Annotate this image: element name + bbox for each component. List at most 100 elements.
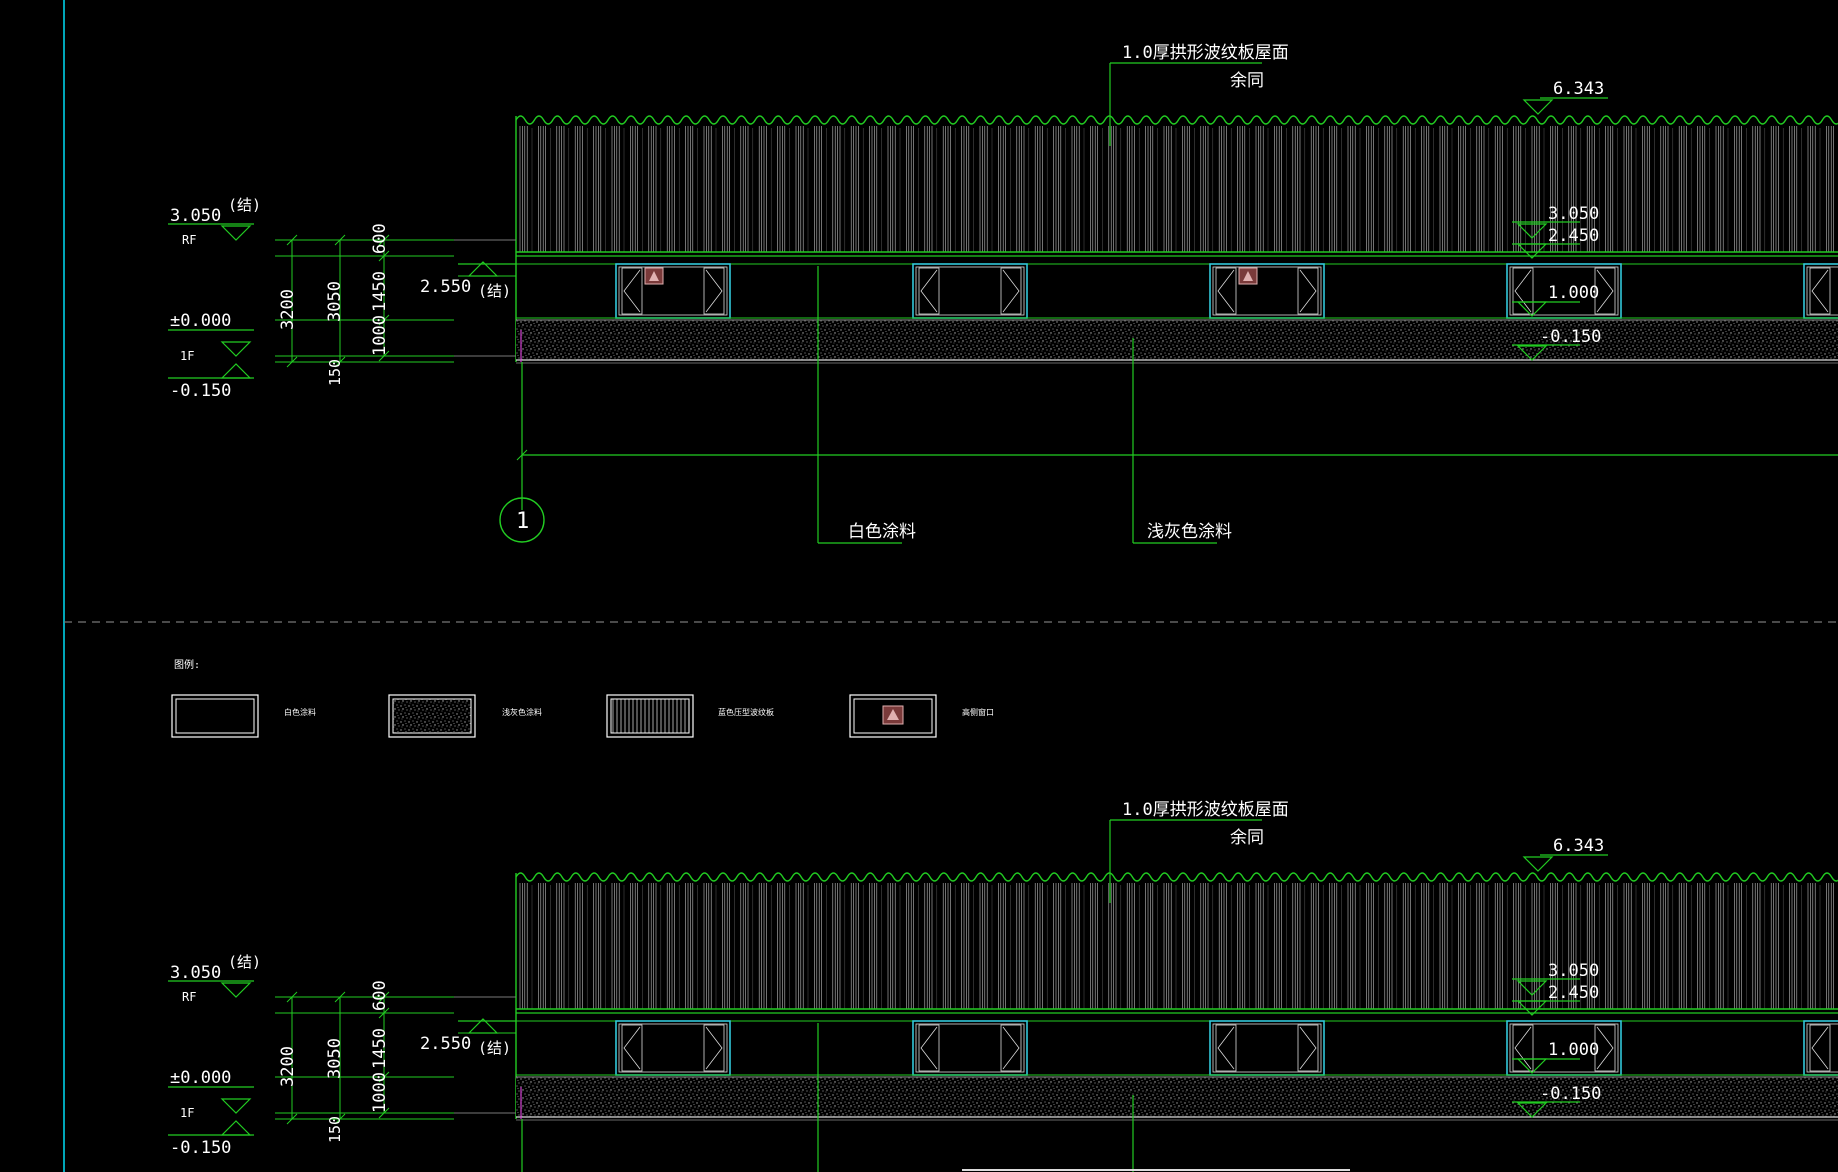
- axis-label: 1: [516, 509, 529, 534]
- elevation-label: (结): [478, 1039, 511, 1057]
- elevation-label: ±0.000: [170, 311, 231, 331]
- elevation-label: 3.050: [170, 206, 221, 226]
- window-frame: [1209, 263, 1325, 319]
- level-label: 1F: [180, 349, 194, 363]
- window-sash: [918, 1024, 940, 1072]
- legend-item-corrugated-panel: 蓝色压型波纹板: [606, 694, 774, 738]
- elevation-label: ±0.000: [170, 1068, 231, 1088]
- window-sash: [703, 267, 725, 315]
- window-frame: [912, 263, 1028, 319]
- window-sash-mark: [1596, 269, 1614, 313]
- elevation-label: (结): [478, 282, 511, 300]
- elevation-label: 2.550: [420, 1034, 471, 1054]
- dimension-label: 3200: [278, 1046, 298, 1087]
- dim-tick: [286, 1113, 298, 1125]
- window-sash: [1809, 1024, 1831, 1072]
- dim-tick: [378, 991, 390, 1003]
- window-inner: [915, 1023, 1025, 1073]
- dim-tick: [334, 991, 346, 1003]
- window-sash-mark: [623, 1026, 641, 1070]
- elevation-marker: [220, 982, 252, 998]
- window-sash-mark: [920, 269, 938, 313]
- window-sash-mark: [1514, 269, 1532, 313]
- window-frame: [615, 263, 731, 319]
- elevation-label: 3.050: [170, 963, 221, 983]
- dim-tick: [516, 449, 528, 461]
- roof-note-text: 1.0厚拱形波纹板屋面: [1122, 43, 1289, 63]
- window-sash-mark: [1299, 269, 1317, 313]
- window-sash-mark: [1514, 1026, 1532, 1070]
- dimension-label: 150: [326, 1116, 344, 1143]
- window-inner: [618, 1023, 728, 1073]
- elevation-marker: [220, 363, 252, 379]
- level-label: RF: [182, 233, 196, 247]
- dim-tick: [378, 234, 390, 246]
- elevation-label: 3.050: [1548, 961, 1599, 981]
- window-sash: [621, 267, 643, 315]
- legend-title: 图例:: [174, 658, 200, 671]
- window-sash: [1594, 267, 1616, 315]
- window-frame: [1803, 1020, 1838, 1076]
- window-frame: [1209, 1020, 1325, 1076]
- elevation-marker: [1522, 856, 1554, 872]
- dimension-label: 3050: [325, 281, 345, 322]
- dimension-label: 3050: [325, 1038, 345, 1079]
- elevation-label: 2.450: [1548, 983, 1599, 1003]
- elevation-label: (结): [228, 196, 261, 214]
- elevation-marker: [1516, 301, 1548, 317]
- dim-tick: [334, 356, 346, 368]
- axis-bubble: [499, 497, 545, 543]
- level-label: 1F: [180, 1106, 194, 1120]
- window-inner: [1212, 266, 1322, 316]
- window-sash-mark: [705, 1026, 723, 1070]
- dim-tick: [378, 314, 390, 326]
- elevation-label: 2.450: [1548, 226, 1599, 246]
- legend-label: 蓝色压型波纹板: [718, 707, 774, 717]
- dimension-label: 1450: [370, 1028, 390, 1069]
- dimension-label: 1000: [370, 315, 390, 356]
- window-sash-mark: [1217, 269, 1235, 313]
- window-frame: [912, 1020, 1028, 1076]
- corrugated-roof-edge: [515, 872, 1838, 882]
- window-sash: [621, 1024, 643, 1072]
- plinth-hatch: [516, 320, 1838, 360]
- window-inner: [618, 266, 728, 316]
- elevation-marker: [1516, 980, 1548, 996]
- window-sash-mark: [1811, 269, 1829, 313]
- roof-note-text: 余同: [1230, 71, 1264, 91]
- window-sash: [1000, 267, 1022, 315]
- elevation-label: -0.150: [170, 381, 231, 401]
- roof-note-text: 1.0厚拱形波纹板屋面: [1122, 800, 1289, 820]
- legend-swatch-window: [849, 694, 937, 738]
- dimension-label: 1000: [370, 1072, 390, 1113]
- dim-tick: [378, 1107, 390, 1119]
- elevation-marker: [1522, 99, 1554, 115]
- elevation-marker: [1516, 1000, 1548, 1016]
- triangle-icon: [887, 709, 899, 720]
- window-inner: [915, 266, 1025, 316]
- legend-item-white-paint: 白色涂料: [171, 694, 316, 738]
- roof-band: [516, 873, 1838, 1009]
- elevation-marker: [220, 1098, 252, 1114]
- dim-tick: [378, 250, 390, 262]
- elevation-marker: [1516, 1058, 1548, 1074]
- legend-item-gray-paint: 浅灰色涂料: [388, 694, 542, 738]
- window-inner: [1509, 1023, 1619, 1073]
- elevation-label: -0.150: [1540, 327, 1601, 347]
- elevation-label: 1.000: [1548, 1040, 1599, 1060]
- roof-note-text: 余同: [1230, 828, 1264, 848]
- window-sash-mark: [1002, 269, 1020, 313]
- material-note: 浅灰色涂料: [1147, 522, 1232, 542]
- legend-swatch-corrugated: [606, 694, 694, 738]
- window-inner: [1806, 1023, 1838, 1073]
- legend-label: 白色涂料: [284, 707, 316, 717]
- elevation-marker: [1516, 223, 1548, 239]
- window-sash-mark: [705, 269, 723, 313]
- elevation-marker: [1516, 345, 1548, 361]
- elevation-label: -0.150: [170, 1138, 231, 1158]
- level-label: RF: [182, 990, 196, 1004]
- elevation-marker: [220, 225, 252, 241]
- window-sash-mark: [1217, 1026, 1235, 1070]
